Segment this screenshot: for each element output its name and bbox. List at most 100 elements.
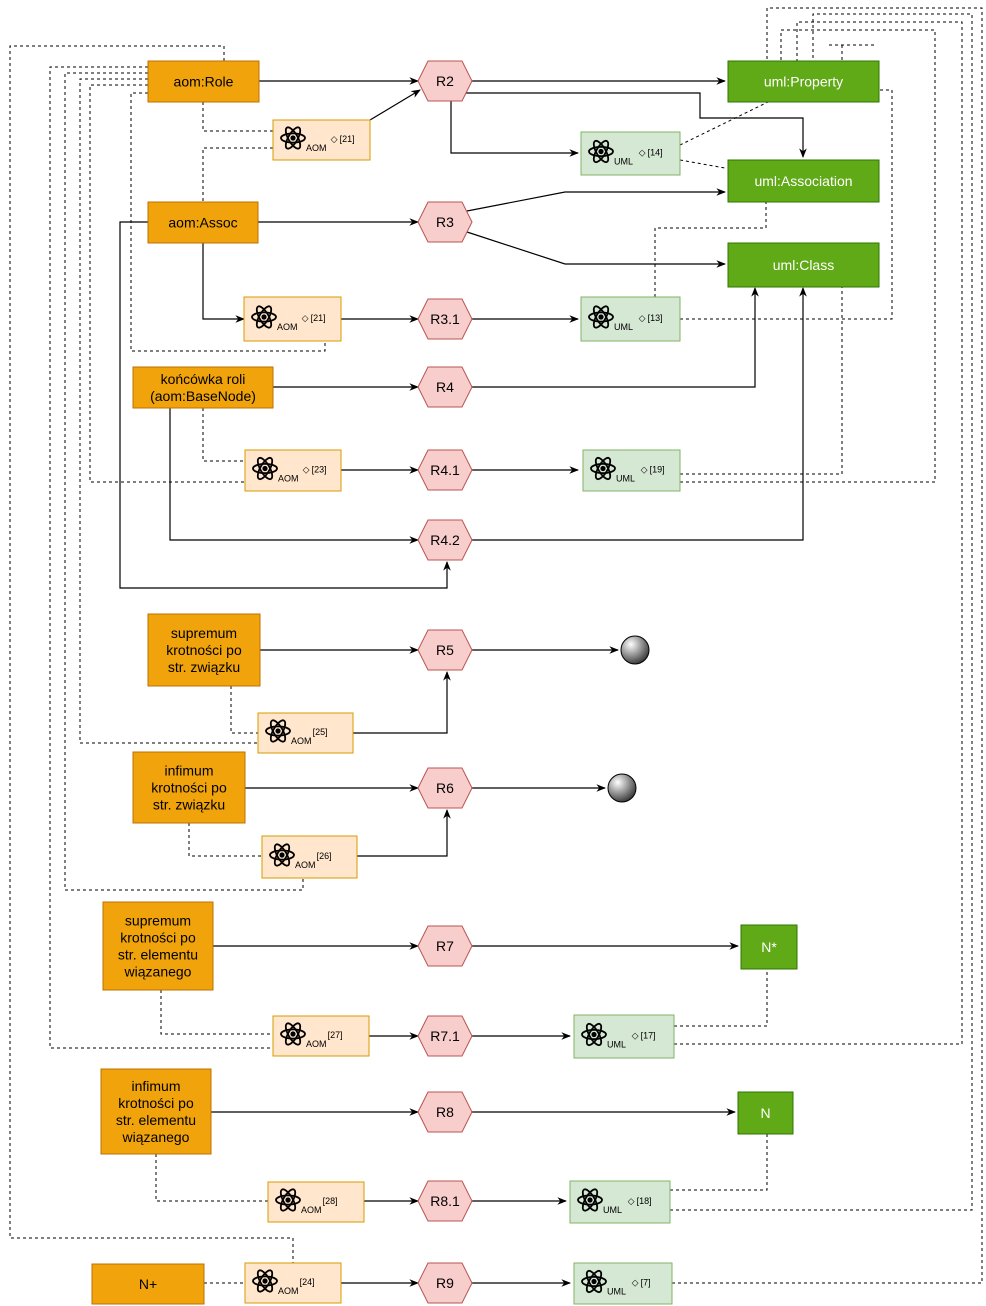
aom-reference: [27] <box>328 1030 343 1040</box>
diamond-icon: ◇ <box>639 313 646 323</box>
uml-subscript: UML <box>616 474 635 484</box>
aom-subscript: AOM <box>295 860 316 870</box>
source-node-n-plus[interactable]: N+ <box>91 1263 205 1305</box>
target-label: N <box>760 1105 770 1121</box>
aom-node-aom-27[interactable]: AOM[27] <box>272 1015 370 1057</box>
source-label-line: krotności po <box>166 642 242 658</box>
source-node-role-end[interactable]: końcówka roli(aom:BaseNode) <box>132 366 274 409</box>
source-label-line: str. elementu <box>116 1112 196 1128</box>
source-label-line: aom:Assoc <box>168 215 237 231</box>
rule-label: R9 <box>436 1275 454 1291</box>
rule-node-R4[interactable]: R4 <box>417 366 473 408</box>
rule-node-R3-1[interactable]: R3.1 <box>417 298 473 340</box>
source-label-line: (aom:BaseNode) <box>150 388 256 404</box>
target-node-uml-association[interactable]: uml:Association <box>727 159 880 203</box>
target-label: N* <box>761 939 777 955</box>
rule-label: R2 <box>436 73 454 89</box>
diamond-icon: ◇ <box>331 134 338 144</box>
rule-node-R9[interactable]: R9 <box>417 1262 473 1304</box>
aom-node-aom-23[interactable]: AOM ◇[23] <box>244 449 342 492</box>
aom-node-aom-21a[interactable]: AOM ◇[21] <box>272 119 371 161</box>
solid-links <box>119 77 807 1287</box>
rule-node-R6[interactable]: R6 <box>417 767 473 809</box>
aom-reference: [28] <box>323 1196 338 1206</box>
uml-node-uml-7[interactable]: UML◇[7] <box>573 1262 673 1305</box>
uml-node-uml-18[interactable]: UML◇[18] <box>569 1180 671 1224</box>
rule-node-R8-1[interactable]: R8.1 <box>417 1180 473 1222</box>
target-label: uml:Association <box>754 173 852 189</box>
uml-subscript: UML <box>603 1205 622 1215</box>
rule-node-R8[interactable]: R8 <box>417 1091 473 1133</box>
uml-reference: [13] <box>648 313 663 323</box>
source-label-line: wiązanego <box>122 1129 190 1145</box>
dashed-links <box>9 7 983 1284</box>
source-label-line: krotności po <box>151 780 227 796</box>
aom-reference: [21] <box>311 313 326 323</box>
uml-subscript: UML <box>614 322 633 332</box>
aom-subscript: AOM <box>306 143 327 153</box>
result-ball-r6 <box>607 773 637 803</box>
aom-reference: [21] <box>340 134 355 144</box>
rule-node-R7-1[interactable]: R7.1 <box>417 1015 473 1057</box>
source-label-line: supremum <box>125 913 191 929</box>
uml-subscript: UML <box>607 1040 626 1050</box>
uml-node-uml-17[interactable]: UML◇[17] <box>573 1014 675 1059</box>
result-ball-r5 <box>620 635 650 665</box>
rule-node-R7[interactable]: R7 <box>417 925 473 967</box>
source-label-line: supremum <box>171 625 237 641</box>
rule-label: R5 <box>436 642 454 658</box>
reference-nodes: AOM◇[21]AOM◇[21]AOM◇[23]AOM[25]AOM[26]AO… <box>243 119 681 1305</box>
diamond-icon: ◇ <box>639 148 646 158</box>
rule-node-R4-2[interactable]: R4.2 <box>417 519 473 561</box>
rule-label: R3 <box>436 214 454 230</box>
target-node-n-star[interactable]: N* <box>740 924 798 970</box>
source-label-line: aom:Role <box>174 74 234 90</box>
source-node-aom-assoc[interactable]: aom:Assoc <box>147 201 259 244</box>
rule-node-R4-1[interactable]: R4.1 <box>417 449 473 491</box>
uml-reference: [14] <box>648 148 663 158</box>
target-node-uml-property[interactable]: uml:Property <box>727 60 880 103</box>
rule-node-R3[interactable]: R3 <box>417 201 473 243</box>
source-nodes: aom:Role aom:Assoc końcówka roli(aom:BaseN… <box>91 60 274 1305</box>
rule-label: R7.1 <box>430 1028 460 1044</box>
aom-node-aom-28[interactable]: AOM[28] <box>267 1181 365 1223</box>
target-node-n[interactable]: N <box>737 1091 794 1135</box>
aom-subscript: AOM <box>277 322 298 332</box>
rule-label: R7 <box>436 938 454 954</box>
uml-node-uml-13[interactable]: UML ◇[13] <box>580 296 681 342</box>
aom-node-aom-24[interactable]: AOM[24] <box>244 1262 342 1304</box>
aom-subscript: AOM <box>301 1205 322 1215</box>
target-node-uml-class[interactable]: uml:Class <box>727 242 880 288</box>
aom-node-aom-26[interactable]: AOM[26] <box>261 835 358 879</box>
diamond-icon: ◇ <box>641 465 648 475</box>
rule-label: R4.2 <box>430 532 460 548</box>
rule-label: R8.1 <box>430 1193 460 1209</box>
aom-reference: [23] <box>312 465 327 475</box>
rule-node-R5[interactable]: R5 <box>417 629 473 671</box>
diamond-icon: ◇ <box>303 465 310 475</box>
rule-label: R4.1 <box>430 462 460 478</box>
uml-node-uml-19[interactable]: UML ◇[19] <box>582 449 681 492</box>
uml-reference: [19] <box>650 465 665 475</box>
uml-subscript: UML <box>614 157 633 167</box>
source-label-line: infimum <box>131 1078 180 1094</box>
source-node-aom-role[interactable]: aom:Role <box>147 60 260 103</box>
aom-reference: [26] <box>317 851 332 861</box>
uml-reference: [7] <box>641 1278 651 1288</box>
source-label-line: N+ <box>139 1276 157 1292</box>
source-label-line: str. związku <box>168 659 240 675</box>
source-label-line: krotności po <box>120 930 196 946</box>
source-label-line: krotności po <box>118 1095 194 1111</box>
rule-node-R2[interactable]: R2 <box>417 60 473 102</box>
aom-node-aom-25[interactable]: AOM[25] <box>257 712 354 754</box>
aom-node-aom-21b[interactable]: AOM◇[21] <box>243 296 342 342</box>
diamond-icon: ◇ <box>628 1196 635 1206</box>
aom-subscript: AOM <box>278 474 299 484</box>
uml-node-uml-14[interactable]: UML ◇[14] <box>580 131 681 176</box>
